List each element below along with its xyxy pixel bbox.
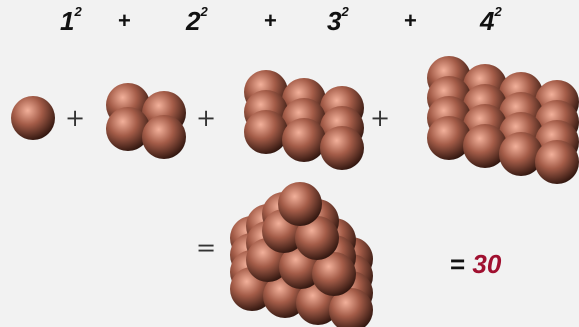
sphere	[278, 182, 322, 226]
sphere-group-2	[106, 83, 186, 159]
sphere	[11, 96, 55, 140]
plus-sign-2: +	[196, 104, 217, 132]
sphere-group-4	[427, 56, 579, 184]
sphere	[244, 110, 288, 154]
term-4-base: 4	[480, 6, 495, 36]
plus-sign-top-2: +	[264, 8, 277, 33]
equals-sign: =	[196, 234, 217, 262]
sphere	[463, 124, 507, 168]
result: = 30	[450, 249, 501, 280]
sphere	[142, 115, 186, 159]
sphere	[320, 126, 364, 170]
term-3-exponent: 2	[341, 4, 349, 19]
term-3-squared: 32	[327, 4, 349, 37]
result-equals: =	[450, 249, 466, 279]
term-1-squared: 12	[60, 4, 82, 37]
sphere	[329, 288, 373, 327]
sphere-group-1	[11, 96, 55, 140]
sphere-group-3	[244, 70, 364, 170]
plus-sign-3: +	[370, 104, 391, 132]
sphere	[295, 216, 339, 260]
term-2-squared: 22	[186, 4, 208, 37]
term-2-base: 2	[186, 6, 201, 36]
sphere	[499, 132, 543, 176]
term-1-exponent: 2	[74, 4, 82, 19]
sphere	[427, 116, 471, 160]
plus-sign-top-1: +	[118, 8, 131, 33]
term-1-base: 1	[60, 6, 75, 36]
sphere-pyramid	[230, 182, 373, 327]
sphere	[106, 107, 150, 151]
term-3-base: 3	[327, 6, 342, 36]
plus-sign-1: +	[65, 104, 86, 132]
term-4-squared: 42	[480, 4, 502, 37]
term-2-exponent: 2	[200, 4, 208, 19]
term-4-exponent: 2	[494, 4, 502, 19]
sphere	[535, 140, 579, 184]
result-value: 30	[472, 249, 502, 279]
sphere	[312, 252, 356, 296]
sphere	[282, 118, 326, 162]
plus-sign-top-3: +	[404, 8, 417, 33]
